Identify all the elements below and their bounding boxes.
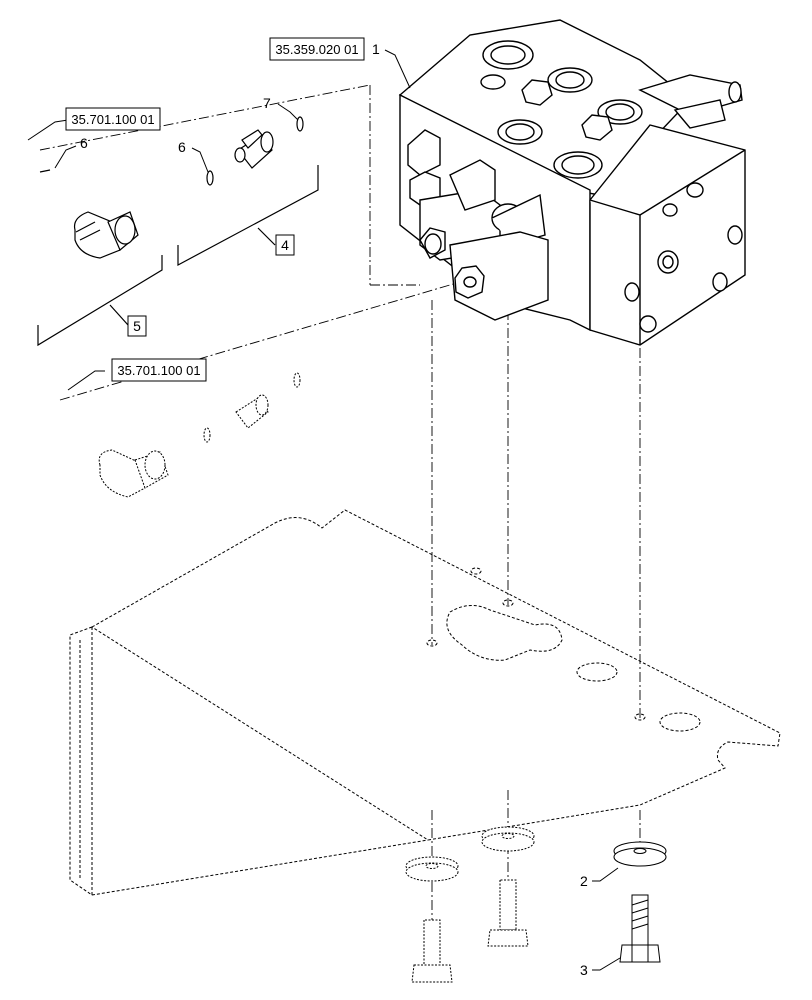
upper-elbow-fitting [73, 211, 139, 259]
mounting-bracket [69, 509, 781, 896]
reference-label-upper: 35.701.100 01 [71, 112, 154, 127]
callout-6-right: 6 [178, 139, 186, 155]
reference-box-upper: 35.701.100 01 [65, 107, 161, 131]
callout-7: 7 [263, 95, 271, 111]
reference-label-lower: 35.701.100 01 [117, 363, 200, 378]
callout-2: 2 [580, 873, 588, 889]
callout-5: 5 [133, 318, 141, 334]
callout-1: 1 [372, 41, 380, 57]
washers [405, 826, 667, 882]
upper-orings [39, 116, 304, 186]
tube-group-brackets [37, 165, 319, 347]
bolts [411, 879, 661, 983]
reference-box-lower: 35.701.100 01 [111, 358, 207, 382]
lower-straight-fitting [235, 394, 269, 429]
lower-orings [203, 372, 301, 443]
callout-box-4: 4 [275, 234, 295, 256]
assembly-centerlines [39, 84, 641, 960]
callout-6-left: 6 [80, 135, 88, 151]
reference-box-valve: 35.359.020 01 [269, 37, 365, 61]
callout-4: 4 [281, 237, 289, 253]
leader-lines [27, 49, 621, 971]
lower-elbow-fitting [98, 449, 169, 498]
valve-block [398, 19, 746, 346]
upper-straight-fitting [234, 129, 274, 169]
reference-label-valve: 35.359.020 01 [275, 42, 358, 57]
callout-3: 3 [580, 962, 588, 978]
callout-box-5: 5 [127, 315, 147, 337]
